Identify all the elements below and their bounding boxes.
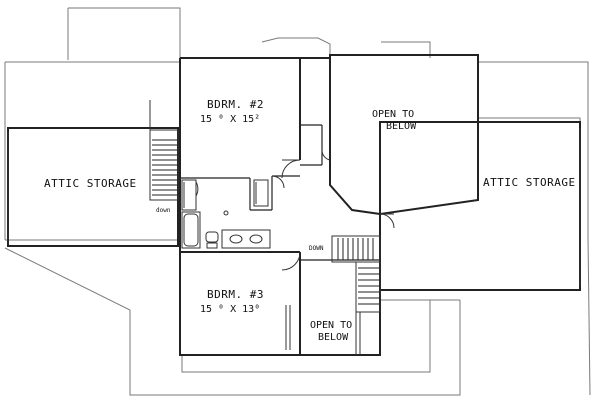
open-upper-line1: OPEN TO xyxy=(372,109,414,120)
open-upper-line2: BELOW xyxy=(386,121,417,132)
stair-left xyxy=(149,100,179,201)
stair-center-label: DOWN xyxy=(309,245,324,252)
stair-left-label: down xyxy=(156,207,171,214)
bathroom xyxy=(181,179,271,249)
attic-storage-right xyxy=(379,121,581,291)
bedroom3-size: 15 ⁰ X 13⁰ xyxy=(200,304,260,315)
roof-outline xyxy=(4,7,591,396)
attic-right-label: ATTIC STORAGE xyxy=(483,176,576,189)
open-lower-line1: OPEN TO xyxy=(310,320,352,331)
bedroom2-name: BDRM. #2 xyxy=(207,98,264,111)
attic-left-label: ATTIC STORAGE xyxy=(44,177,137,190)
bedroom2-size: 15 ⁰ X 15² xyxy=(200,114,260,125)
bedroom3-name: BDRM. #3 xyxy=(207,288,264,301)
stair-center xyxy=(331,235,381,355)
open-lower-line2: BELOW xyxy=(318,332,349,343)
doors xyxy=(195,149,395,350)
